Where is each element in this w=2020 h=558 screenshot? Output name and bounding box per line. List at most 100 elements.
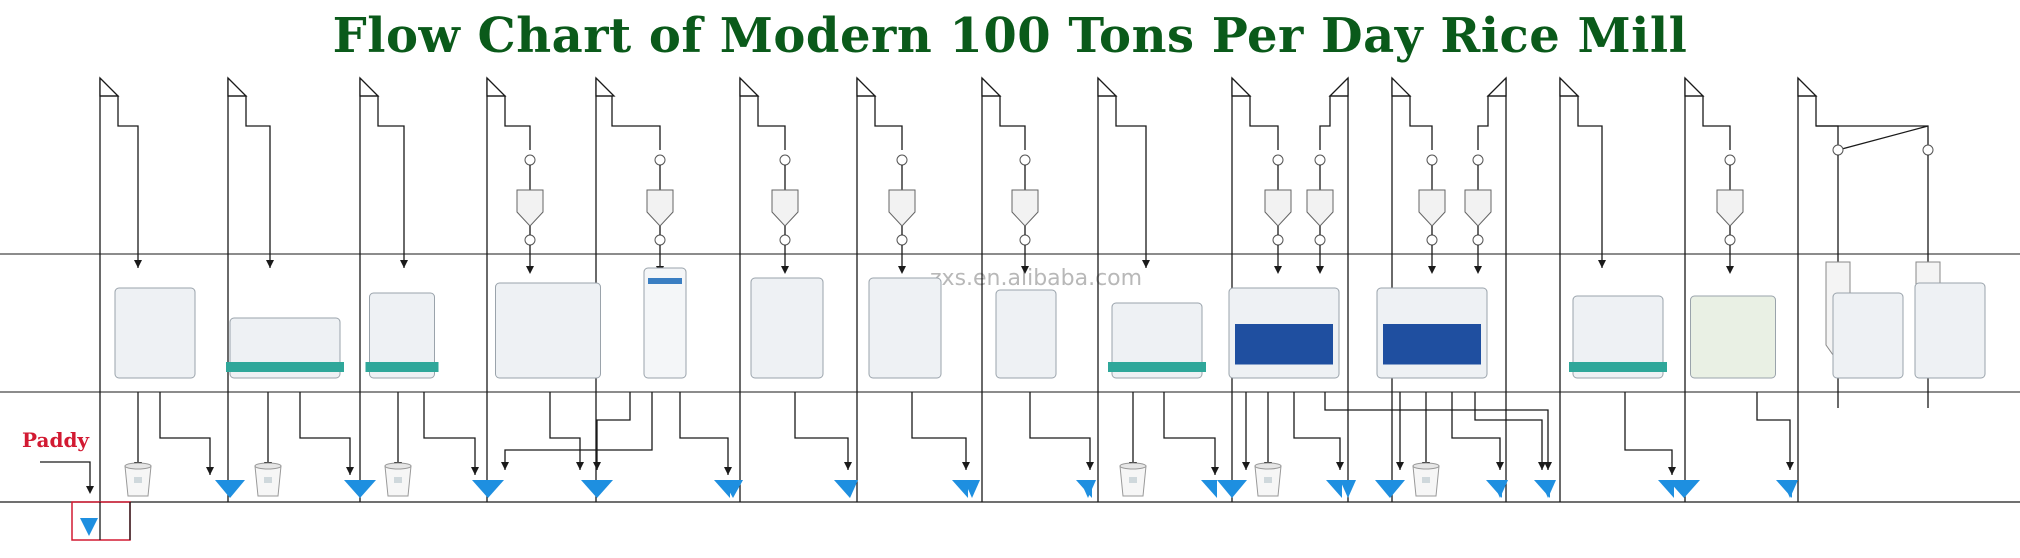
intake-pit: [71, 501, 131, 541]
bucket-icon: [1119, 462, 1147, 497]
arrow-head-icon: [206, 467, 214, 475]
elevator-head-icon: [1097, 76, 1118, 97]
feed-path: [740, 95, 786, 150]
valve-icon: [896, 234, 908, 246]
triangle-bin-icon: [1776, 480, 1792, 498]
watermark: zxs.en.alibaba.com: [930, 266, 1143, 291]
arrow-head-icon: [781, 266, 789, 274]
elevator-head-icon: [856, 76, 877, 97]
arrow-head-icon: [1316, 266, 1324, 274]
bin-hopper-icon: [1011, 189, 1039, 227]
feed-path: [1816, 125, 1929, 150]
discharge-path: [549, 392, 581, 470]
arrow-head-icon: [1668, 467, 1676, 475]
triangle-bin-icon: [952, 480, 968, 498]
machine-body: [1690, 295, 1776, 379]
elevator-head-icon: [227, 76, 248, 97]
discharge-path: [1756, 392, 1791, 470]
machine-body: [1111, 302, 1203, 379]
machine-icon: [114, 287, 196, 379]
arrow-head-icon: [346, 467, 354, 475]
feed-path: [1392, 95, 1433, 150]
aspirator-fan-icon: [524, 154, 536, 166]
bucket-icon: [254, 462, 282, 497]
discharge-path: [1293, 392, 1341, 470]
feed-path: [1798, 95, 1929, 151]
elevator-head-icon: [1559, 76, 1580, 97]
triangle-bin-icon: [1486, 480, 1502, 498]
arrow-head-icon: [962, 462, 970, 470]
bucket-rim: [1412, 462, 1440, 470]
elevator-head-icon: [739, 76, 760, 97]
valve-icon: [524, 234, 536, 246]
bucket-rim: [254, 462, 282, 470]
bucket-label: [1264, 477, 1272, 483]
bin-hopper-icon: [646, 189, 674, 227]
discharge-path: [1324, 392, 1549, 470]
discharge-path: [423, 392, 476, 475]
machine-body: [495, 282, 601, 379]
aspirator-fan-icon: [779, 154, 791, 166]
bin-hopper-icon: [771, 189, 799, 227]
elevator-head-icon: [981, 76, 1002, 97]
bucket-rim: [1119, 462, 1147, 470]
valve-icon: [1314, 234, 1326, 246]
aspirator-fan-icon: [896, 154, 908, 166]
sorter-panel: [1235, 324, 1333, 365]
triangle-bin-icon: [344, 480, 376, 498]
machine-icon: [995, 289, 1057, 379]
bucket-icon: [1412, 462, 1440, 497]
bucket-label: [1422, 477, 1430, 483]
elevator-head-icon: [1391, 76, 1412, 97]
machine-body: [995, 289, 1057, 379]
feed-path: [100, 95, 139, 268]
machine-frame: [1108, 362, 1206, 372]
arrow-head-icon: [1274, 266, 1282, 274]
machine-body: [1832, 292, 1904, 379]
discharge-path: [1163, 392, 1216, 475]
paddy-feed-line: [40, 461, 91, 492]
triangle-bin-icon: [1375, 480, 1405, 498]
arrow-head-icon: [1086, 462, 1094, 470]
arrow-head-icon: [593, 462, 601, 470]
machine-icon: [1569, 295, 1667, 379]
machine-icon: [643, 267, 687, 379]
triangle-bin-icon: [1326, 480, 1342, 498]
machine-icon: [495, 282, 601, 379]
elevator-head-icon: [359, 76, 380, 97]
elevator-head-icon: [1797, 76, 1818, 97]
triangle-bin-icon: [215, 480, 245, 498]
triangle-bin-icon: [834, 480, 850, 498]
bucket-icon: [384, 462, 412, 497]
intake-bin-icon: [80, 518, 98, 536]
machine-icon: [1832, 292, 1904, 379]
discharge-path: [299, 392, 351, 475]
aspirator-fan-icon: [1922, 144, 1934, 156]
arrow-head-icon: [1726, 266, 1734, 274]
bin-hopper-icon: [1264, 189, 1292, 227]
elevator-head-icon: [1231, 76, 1252, 97]
arrow-head-icon: [400, 260, 408, 268]
feed-path: [360, 95, 405, 268]
bucket-label: [1129, 477, 1137, 483]
feed-path: [228, 95, 271, 268]
valve-icon: [1272, 234, 1284, 246]
machine-body: [114, 287, 196, 379]
machine-icon: [226, 317, 344, 379]
arrow-head-icon: [844, 462, 852, 470]
machine-frame: [1569, 362, 1667, 372]
feed-path: [1232, 95, 1279, 150]
machine-icon: [1690, 295, 1776, 379]
discharge-path: [159, 392, 211, 475]
arrow-head-icon: [1142, 260, 1150, 268]
aspirator-fan-icon: [1832, 144, 1844, 156]
triangle-bin-icon: [1534, 480, 1550, 498]
feed-path: [596, 95, 661, 150]
valve-icon: [1426, 234, 1438, 246]
valve-icon: [1724, 234, 1736, 246]
bin-hopper-icon: [1716, 189, 1744, 227]
machine-icon: [750, 277, 824, 379]
arrow-head-icon: [266, 260, 274, 268]
machine-icon: [365, 292, 439, 379]
arrow-head-icon: [724, 467, 732, 475]
